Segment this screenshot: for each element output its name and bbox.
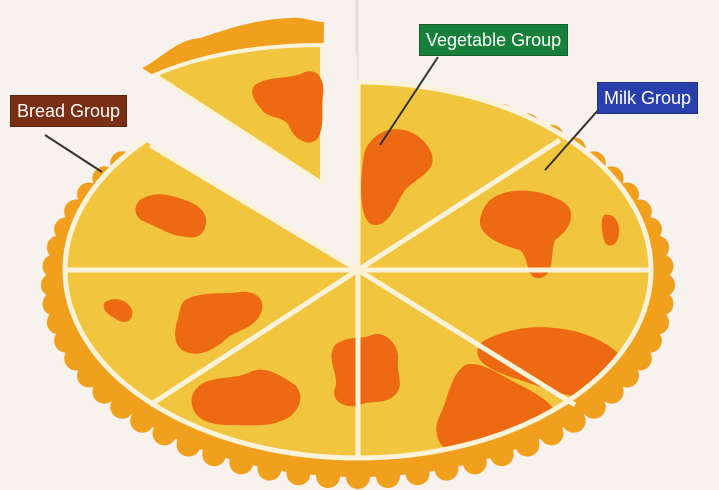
- crust-scallop: [376, 464, 400, 488]
- crust-scallop: [562, 409, 586, 433]
- crust-scallop: [435, 457, 459, 481]
- crust-scallop: [515, 433, 539, 457]
- crust-scallop: [490, 442, 514, 466]
- crust-scallop: [582, 395, 606, 419]
- milk-group-label: Milk Group: [597, 82, 698, 114]
- crust-scallop: [130, 409, 154, 433]
- crust-scallop: [202, 442, 226, 466]
- vegetable-group-label: Vegetable Group: [419, 24, 568, 56]
- crust-scallop: [540, 421, 564, 445]
- crust-scallop: [177, 433, 201, 457]
- crust-scallop: [258, 457, 282, 481]
- crust-scallop: [463, 450, 487, 474]
- crust-scallop: [287, 461, 311, 485]
- crust-scallop: [229, 450, 253, 474]
- crust-scallop: [153, 421, 177, 445]
- crust-scallop: [346, 465, 370, 489]
- bread-group-label: Bread Group: [10, 95, 127, 127]
- bread-leader-line: [45, 135, 102, 172]
- crust-scallop: [316, 464, 340, 488]
- crust-scallop: [406, 461, 430, 485]
- topping-blob: [331, 334, 399, 406]
